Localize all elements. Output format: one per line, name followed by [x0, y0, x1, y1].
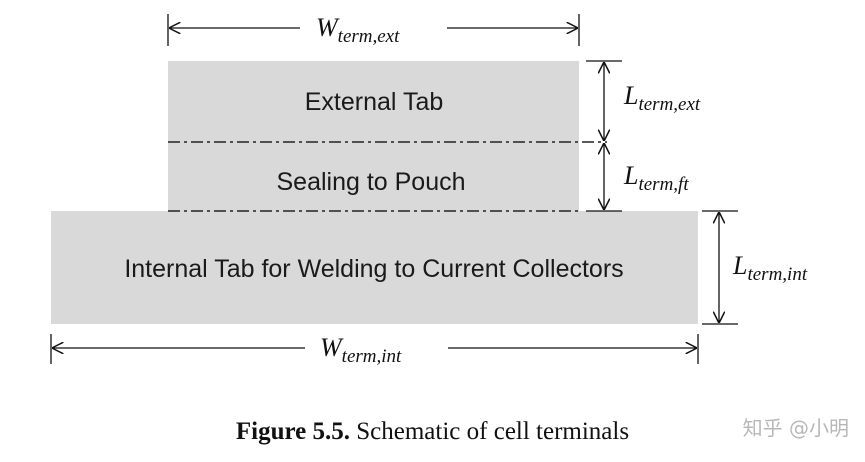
l-ext-label: Lterm,ext	[623, 81, 701, 115]
internal-tab-label: Internal Tab for Welding to Current Coll…	[124, 255, 623, 283]
watermark: 知乎 @小明	[742, 416, 849, 440]
w-int-label: Wterm,int	[320, 333, 402, 367]
external-tab-box	[168, 61, 579, 142]
sealing-box	[168, 142, 579, 211]
sealing-label: Sealing to Pouch	[276, 168, 465, 196]
l-int-label: Lterm,int	[732, 251, 808, 285]
internal-tab-box	[51, 211, 698, 324]
figure-caption-text: Schematic of cell terminals	[350, 418, 630, 445]
l-ft-label: Lterm,ft	[623, 161, 689, 195]
terminal-schematic: External Tab Sealing to Pouch Internal T…	[50, 13, 808, 367]
figure-caption-label: Figure 5.5.	[235, 418, 351, 445]
w-ext-label: Wterm,ext	[316, 13, 400, 47]
figure-caption: Figure 5.5. Schematic of cell terminals	[0, 418, 865, 446]
external-tab-label: External Tab	[305, 88, 444, 116]
